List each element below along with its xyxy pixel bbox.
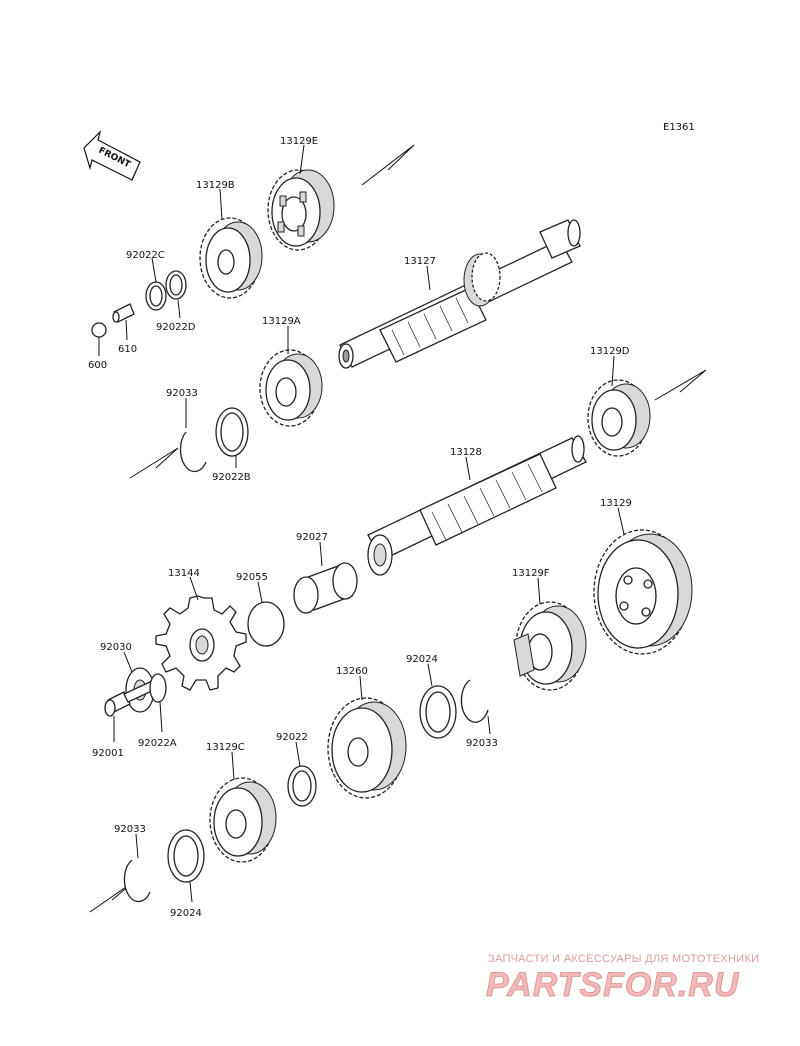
pin-610 — [112, 303, 135, 323]
watermark: ЗАПЧАСТИ И АКСЕССУАРЫ ДЛЯ МОТОТЕХНИКИ PA… — [486, 953, 759, 1004]
washer-92022C — [145, 281, 167, 311]
sprocket-13144 — [155, 595, 247, 691]
oring-92055 — [247, 601, 285, 647]
label-92022: 92022 — [276, 732, 308, 743]
circlip-92033-upper — [179, 431, 207, 473]
label-92022D: 92022D — [156, 322, 196, 333]
label-92022C: 92022C — [126, 250, 165, 261]
label-13129F: 13129F — [512, 568, 550, 579]
label-13260: 13260 — [336, 666, 368, 677]
washer-92022D — [165, 270, 187, 300]
gear-13129F — [513, 601, 587, 691]
label-92030: 92030 — [100, 642, 132, 653]
gear-13129C — [209, 777, 277, 863]
label-600: 600 — [88, 360, 107, 371]
label-13127: 13127 — [404, 256, 436, 267]
label-92055: 92055 — [236, 572, 268, 583]
front-arrow-icon: FRONT — [83, 130, 141, 181]
label-610: 610 — [118, 344, 137, 355]
washer-92022 — [287, 765, 317, 807]
part-labels: 13129E 13129B 92022C 92022D 610 600 1312… — [88, 136, 632, 919]
watermark-brand: PARTSFOR.RU — [486, 966, 740, 1004]
leader-lines — [98, 144, 625, 903]
label-13129B: 13129B — [196, 180, 235, 191]
bolt-92001 — [104, 681, 155, 717]
washer-92022A — [149, 673, 167, 703]
washer-92022B — [215, 407, 249, 457]
label-92027: 92027 — [296, 532, 328, 543]
label-13144: 13144 — [168, 568, 200, 579]
gear-13129D — [587, 379, 651, 457]
label-13129E: 13129E — [280, 136, 318, 147]
label-92024-upper: 92024 — [406, 654, 438, 665]
label-92022A: 92022A — [138, 738, 177, 749]
label-13129: 13129 — [600, 498, 632, 509]
watermark-tagline: ЗАПЧАСТИ И АКСЕССУАРЫ ДЛЯ МОТОТЕХНИКИ — [488, 953, 759, 965]
gear-13129E — [267, 169, 335, 251]
gear-13260 — [327, 697, 407, 799]
label-92033-lower: 92033 — [114, 824, 146, 835]
washer-92024-upper — [419, 685, 457, 739]
collar-92027 — [293, 562, 358, 614]
diagram-code: E1361 — [663, 122, 695, 133]
label-92001: 92001 — [92, 748, 124, 759]
label-92033-middle: 92033 — [466, 738, 498, 749]
label-92022B: 92022B — [212, 472, 251, 483]
shaft-13128 — [367, 435, 587, 576]
ball-600 — [91, 322, 107, 338]
circlip-92033-lower — [123, 859, 151, 903]
label-13129D: 13129D — [590, 346, 630, 357]
circlip-92033-middle — [460, 679, 489, 723]
gear-13129 — [593, 529, 693, 655]
label-13129C: 13129C — [206, 742, 245, 753]
label-13128: 13128 — [450, 447, 482, 458]
label-13129A: 13129A — [262, 316, 301, 327]
label-92033-upper: 92033 — [166, 388, 198, 399]
gear-13129A — [259, 349, 323, 427]
label-92024-lower: 92024 — [170, 908, 202, 919]
shaft-13127 — [338, 219, 581, 369]
gear-13129B — [199, 217, 263, 299]
washer-92024-lower — [167, 829, 205, 883]
